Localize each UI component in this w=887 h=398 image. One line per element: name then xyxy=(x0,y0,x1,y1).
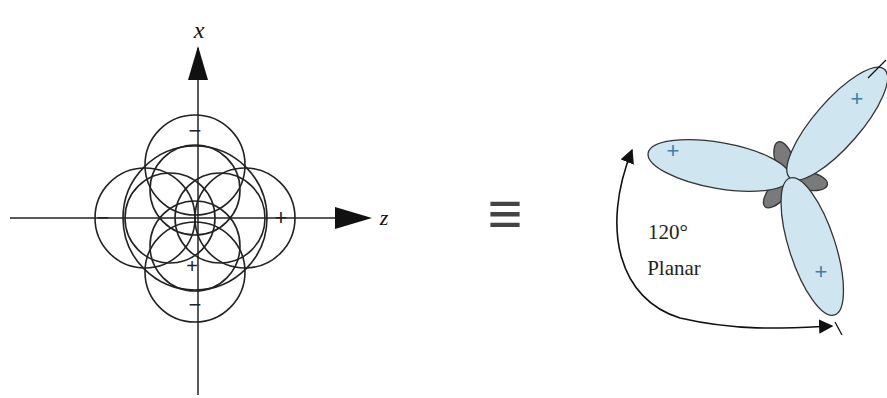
label: Planar xyxy=(647,258,701,279)
label: ≡ xyxy=(487,184,522,244)
label: z xyxy=(380,207,389,229)
label: − xyxy=(189,294,202,316)
label: + xyxy=(815,261,828,283)
orbital-lobe xyxy=(644,130,794,200)
label: − xyxy=(189,120,202,142)
x-arrowhead xyxy=(188,46,208,80)
label: + xyxy=(851,88,864,110)
orbital-lobe xyxy=(768,171,856,322)
label: + xyxy=(667,140,680,162)
tick xyxy=(868,60,886,78)
z-arrowhead xyxy=(335,207,372,229)
orbital-lobe xyxy=(773,54,887,193)
label: x xyxy=(194,18,205,42)
label: − xyxy=(97,207,110,229)
label: + xyxy=(186,256,198,276)
orbital-circles xyxy=(95,115,295,322)
label: + xyxy=(275,207,288,229)
label: 120° xyxy=(648,222,688,243)
angle-arrow xyxy=(617,150,832,328)
tick xyxy=(835,322,842,335)
sp2-lobes xyxy=(644,54,887,322)
